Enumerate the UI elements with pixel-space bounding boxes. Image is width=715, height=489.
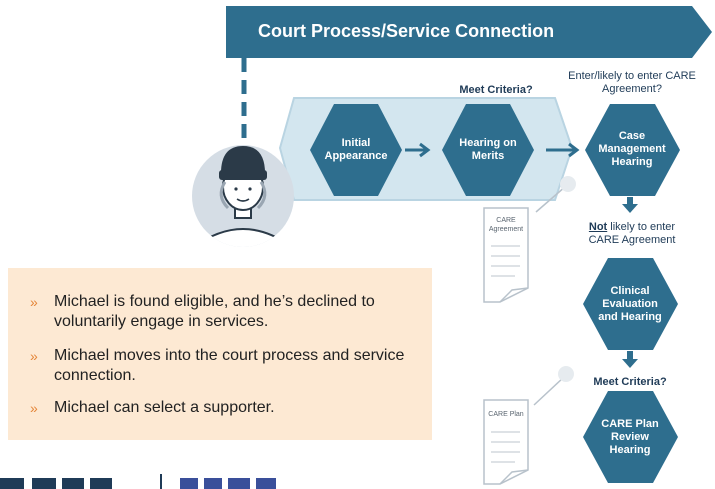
bullet-2: Michael moves into the court process and… bbox=[54, 347, 405, 384]
arrow-right-1 bbox=[405, 142, 431, 158]
bullet-marker-3: » bbox=[30, 400, 38, 416]
hex-case-management bbox=[585, 104, 680, 196]
banner-shape bbox=[226, 6, 712, 58]
banner-title: Court Process/Service Connection bbox=[258, 21, 555, 41]
care-plan-label: CARE Plan bbox=[488, 411, 524, 418]
bullet-3: Michael can select a supporter. bbox=[54, 399, 275, 416]
initial-appearance-label: Initial Appearance bbox=[324, 137, 388, 162]
care-plan-document bbox=[483, 366, 574, 485]
case-management-label: Case Management Hearing bbox=[598, 130, 666, 168]
not-word: Not bbox=[588, 221, 608, 233]
care-agreement-label: CARE Agreement bbox=[488, 217, 524, 233]
clinical-evaluation-label: Clinical Evaluation and Hearing bbox=[598, 285, 662, 323]
arrow-down-1 bbox=[622, 197, 638, 213]
meet-criteria-label-2: Meet Criteria? bbox=[593, 376, 667, 388]
hex-care-plan-review bbox=[583, 391, 678, 483]
hex-hearing-on-merits bbox=[442, 104, 534, 196]
care-plan-review-label: CARE Plan Review Hearing bbox=[601, 418, 659, 456]
logo-fragment bbox=[0, 474, 276, 489]
meet-criteria-label-1: Meet Criteria? bbox=[459, 84, 533, 96]
bullet-marker-2: » bbox=[30, 348, 38, 364]
care-agreement-document bbox=[483, 176, 576, 303]
not-likely-rest: likely to enter bbox=[607, 221, 676, 233]
bullet-panel bbox=[8, 268, 432, 440]
avatar bbox=[192, 145, 294, 247]
arrow-right-2 bbox=[546, 142, 580, 158]
hex-clinical-evaluation bbox=[583, 258, 678, 350]
hex-initial-appearance bbox=[310, 104, 402, 196]
arrow-down-2 bbox=[622, 351, 638, 368]
enter-likely-note: Enter/likely to enter CARE Agreement? bbox=[568, 70, 696, 95]
bullet-marker-1: » bbox=[30, 294, 38, 310]
bullet-1: Michael is found eligible, and he’s decl… bbox=[54, 293, 375, 330]
hearing-on-merits-label: Hearing on Merits bbox=[459, 137, 517, 162]
not-likely-line2: CARE Agreement bbox=[588, 234, 676, 246]
not-likely-note: Not likely to enter CARE Agreement bbox=[566, 221, 698, 247]
